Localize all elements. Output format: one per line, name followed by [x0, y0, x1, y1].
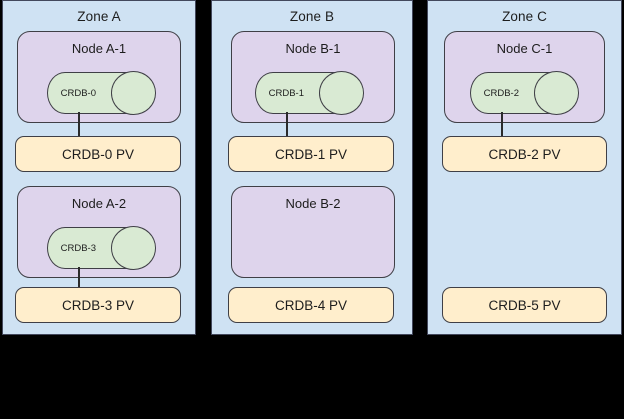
pv-crdb-5-pv: CRDB-5 PV	[442, 287, 607, 323]
cylinder-cap-icon	[318, 71, 364, 115]
zone-title: Zone B	[289, 9, 335, 24]
pod-crdb-1: CRDB-1	[255, 71, 364, 115]
cylinder-cap-icon	[110, 71, 156, 115]
node-title: Node B-2	[285, 196, 341, 211]
pod-label: CRDB-3	[60, 242, 96, 254]
connector-crdb-1-to-crdb-1-pv	[286, 112, 288, 137]
cylinder-cap-icon	[533, 71, 579, 115]
pv-crdb-2-pv: CRDB-2 PV	[442, 136, 607, 172]
node-title: Node A-2	[71, 196, 127, 211]
pod-label: CRDB-1	[268, 87, 304, 99]
pod-label: CRDB-0	[60, 87, 96, 99]
connector-crdb-3-to-crdb-3-pv	[78, 267, 80, 288]
node-title: Node B-1	[285, 41, 341, 56]
pod-crdb-3: CRDB-3	[47, 226, 156, 270]
cylinder-cap-icon	[110, 226, 156, 270]
pod-crdb-0: CRDB-0	[47, 71, 156, 115]
pv-crdb-1-pv: CRDB-1 PV	[228, 136, 394, 172]
zone-title: Zone C	[502, 9, 547, 24]
node-title: Node C-1	[496, 41, 553, 56]
node-node-b-2: Node B-2	[231, 186, 395, 278]
connector-crdb-0-to-crdb-0-pv	[78, 112, 80, 137]
pv-crdb-3-pv: CRDB-3 PV	[15, 287, 181, 323]
pod-label: CRDB-2	[483, 87, 519, 99]
zone-title: Zone A	[77, 9, 121, 24]
node-title: Node A-1	[71, 41, 127, 56]
connector-crdb-2-to-crdb-2-pv	[501, 112, 503, 137]
pv-crdb-0-pv: CRDB-0 PV	[15, 136, 181, 172]
pod-crdb-2: CRDB-2	[470, 71, 579, 115]
pv-crdb-4-pv: CRDB-4 PV	[228, 287, 394, 323]
